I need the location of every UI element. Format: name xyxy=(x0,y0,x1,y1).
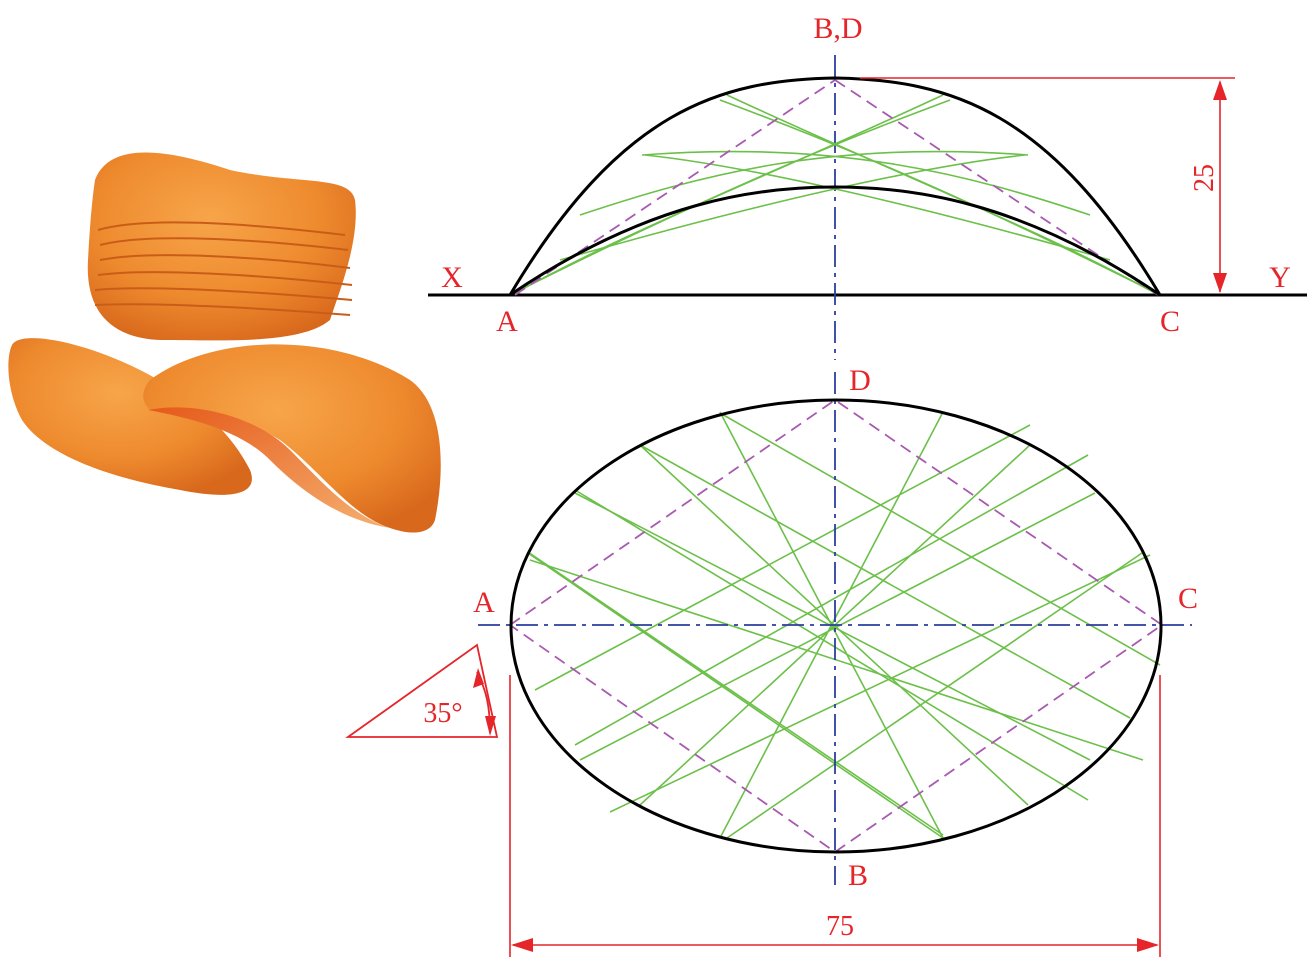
elevation-inner-curve xyxy=(509,185,1161,297)
width-value: 75 xyxy=(826,911,854,942)
elevation-outer-curve xyxy=(508,76,1162,296)
height-dimension xyxy=(860,77,1235,293)
label-bd: B,D xyxy=(813,12,862,45)
plan-diagonals xyxy=(508,398,1164,854)
elevation-view: 25 B,D X Y A C xyxy=(428,12,1307,360)
label-c-top: C xyxy=(1160,305,1180,338)
height-value: 25 xyxy=(1189,164,1220,192)
angle-value: 35° xyxy=(423,698,462,729)
potato-chips-illustration xyxy=(8,152,441,533)
plan-view: D B A C xyxy=(473,364,1198,892)
angle-triangle xyxy=(345,643,499,738)
label-y: Y xyxy=(1269,261,1291,294)
plan-ellipse xyxy=(509,398,1163,854)
label-a-top: A xyxy=(496,305,518,338)
label-x: X xyxy=(441,261,463,294)
label-a-plan: A xyxy=(473,586,495,619)
label-b: B xyxy=(848,859,868,892)
elevation-grid-lines xyxy=(514,94,1156,294)
width-dimension xyxy=(509,675,1161,957)
label-d: D xyxy=(849,364,871,397)
label-c-plan: C xyxy=(1178,582,1198,615)
